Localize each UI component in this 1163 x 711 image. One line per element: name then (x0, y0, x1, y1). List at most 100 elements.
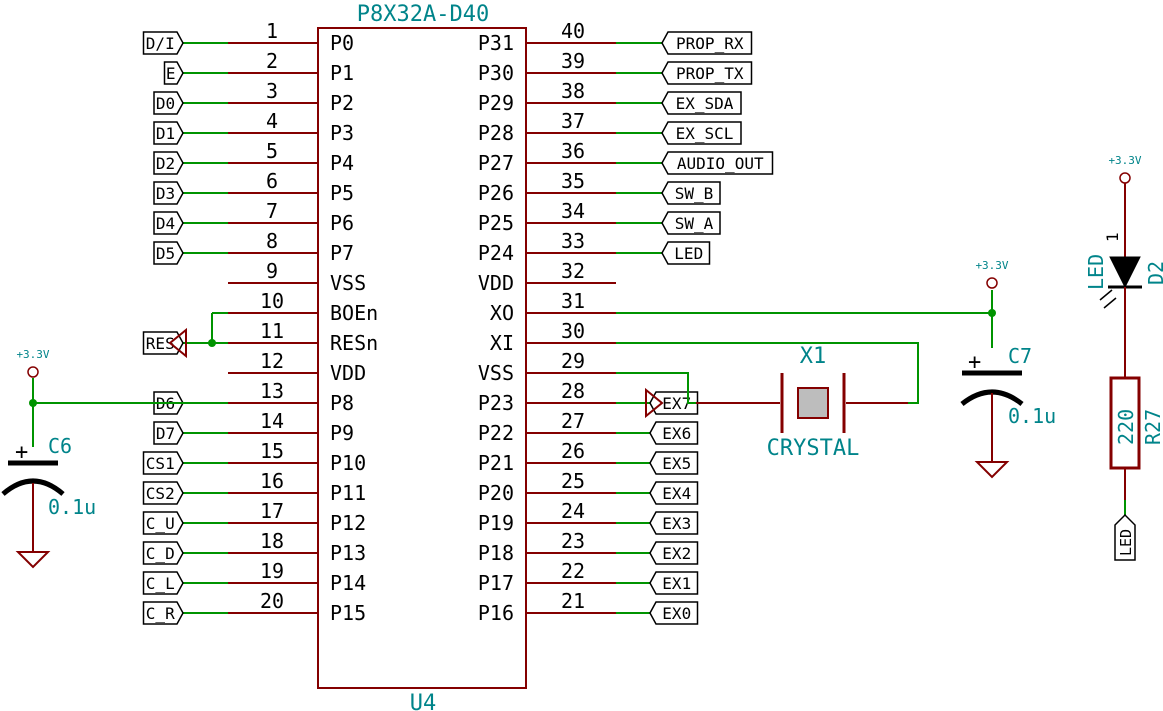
x1-reference: X1 (800, 344, 827, 369)
pin-name: P16 (478, 601, 514, 625)
pin-number: 25 (561, 469, 585, 493)
pin-name: VSS (478, 361, 514, 385)
pin-number: 28 (561, 379, 585, 403)
d2-reference: D2 (1144, 261, 1163, 285)
ground-arrow-icon (168, 327, 187, 359)
pin-name: P7 (330, 241, 354, 265)
pin-name: P10 (330, 451, 366, 475)
net-label-flag (142, 451, 184, 475)
net-label-flag (153, 211, 184, 235)
pin-name: P0 (330, 31, 354, 55)
net-label-text: EX1 (662, 574, 691, 593)
pin-name: P15 (330, 601, 366, 625)
ground-icon (974, 461, 1010, 479)
pin-number: 31 (561, 289, 585, 313)
net-label-flag (153, 121, 184, 145)
net-label-text: LED (674, 244, 703, 263)
pin-name: P11 (330, 481, 366, 505)
c6-reference: C6 (48, 434, 72, 458)
pin-number: 20 (260, 589, 284, 613)
pin-name: P20 (478, 481, 514, 505)
pin-number: 37 (561, 109, 585, 133)
net-label-text: RES (146, 334, 175, 353)
net-label-text: C_D (146, 544, 175, 563)
net-label-flag (142, 331, 184, 355)
r27-resistor: 220 R27 LED (1109, 376, 1163, 561)
net-label-text: D/I (146, 34, 175, 53)
net-label-flag (153, 151, 184, 175)
net-label-flag (649, 451, 699, 475)
net-label-text: D4 (156, 214, 175, 233)
vss-ground-arrow-icon (645, 387, 664, 419)
pin-name: P31 (478, 31, 514, 55)
net-label-flag (661, 241, 711, 265)
net-label-text: EX4 (662, 484, 691, 503)
net-label-flag (661, 211, 721, 235)
pin-number: 14 (260, 409, 284, 433)
pin-number: 32 (561, 259, 585, 283)
pin-number: 11 (260, 319, 284, 343)
net-label-flag (649, 601, 699, 625)
pin-number: 4 (266, 109, 278, 133)
pin-name: P4 (330, 151, 354, 175)
c6-capacitor: +3.3V + C6 0.1u (1, 348, 228, 569)
pin-name: P1 (330, 61, 354, 85)
pin-name: P2 (330, 91, 354, 115)
led-label-text: LED (1117, 529, 1135, 556)
pin-number: 33 (561, 229, 585, 253)
pin-number: 15 (260, 439, 284, 463)
pin-name: XI (490, 331, 514, 355)
net-label-text: EX2 (662, 544, 691, 563)
crystal-body-icon (797, 387, 829, 419)
pin-number: 1 (266, 19, 278, 43)
ic-body (317, 27, 527, 689)
pin-name: P13 (330, 541, 366, 565)
pin-number: 8 (266, 229, 278, 253)
pin-number: 21 (561, 589, 585, 613)
net-label-flag (142, 541, 184, 565)
pin-name: VDD (478, 271, 514, 295)
net-label-flag (153, 241, 184, 265)
pin-name: P30 (478, 61, 514, 85)
net-label-text: C_R (146, 604, 175, 623)
pin-number: 7 (266, 199, 278, 223)
net-label-flag (649, 421, 699, 445)
net-label-flag (649, 541, 699, 565)
pin-number: 19 (260, 559, 284, 583)
pin-name: XO (490, 301, 514, 325)
pin-name: BOEn (330, 301, 378, 325)
pin-name: P25 (478, 211, 514, 235)
net-label-flag (142, 481, 184, 505)
pin-number: 40 (561, 19, 585, 43)
pin-name: RESn (330, 331, 378, 355)
d2-power-label: +3.3V (1108, 154, 1141, 167)
net-label-flag (661, 91, 742, 115)
net-label-text: CS2 (146, 484, 175, 503)
net-label-flag (661, 181, 721, 205)
net-label-text: PROP_TX (676, 64, 744, 83)
pin-number: 12 (260, 349, 284, 373)
net-label-flag (142, 31, 184, 55)
pin-name: VDD (330, 361, 366, 385)
net-label-text: EX_SDA (676, 94, 734, 113)
